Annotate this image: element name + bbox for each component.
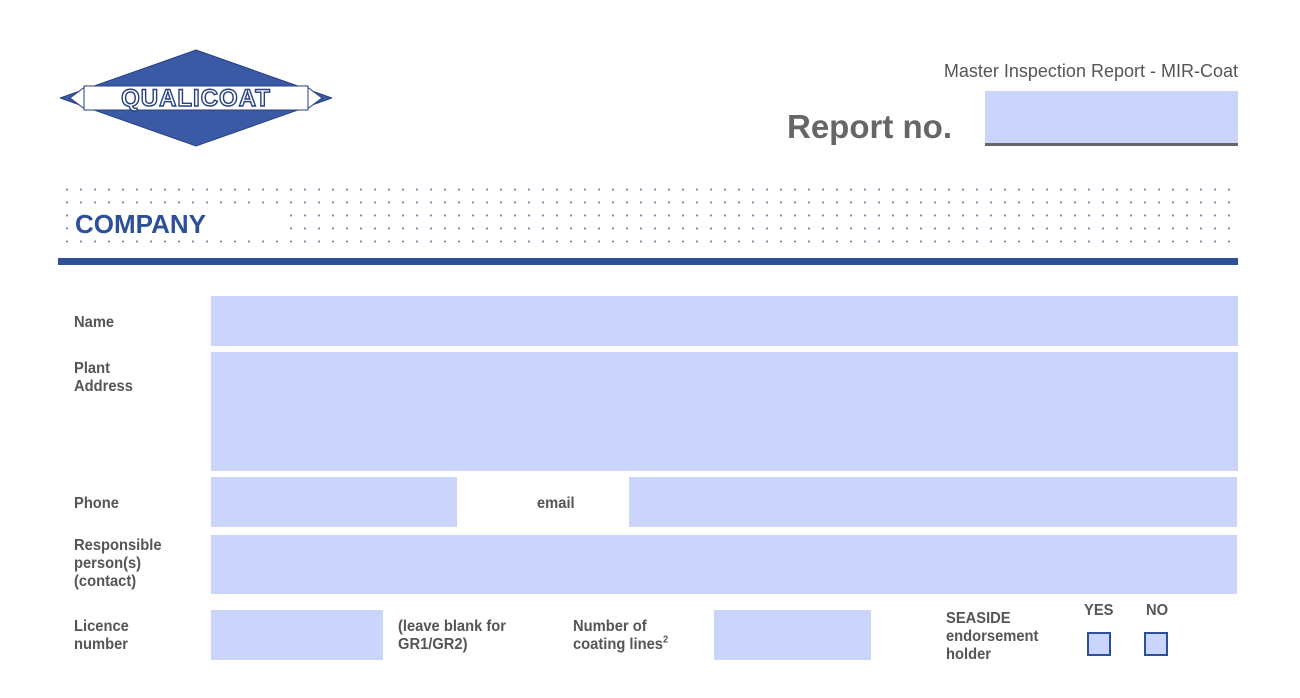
footnote-marker: 2 — [662, 634, 669, 646]
no-label: NO — [1146, 602, 1169, 619]
dotted-band-right — [284, 209, 1240, 235]
plant-address-field[interactable] — [211, 352, 1238, 471]
yes-label: YES — [1084, 602, 1114, 619]
licence-note: (leave blank for GR1/GR2) — [398, 618, 506, 653]
coating-lines-field[interactable] — [714, 610, 871, 660]
report-number-label: Report no. — [787, 108, 952, 145]
coating-lines-label: Number of coating lines2 — [573, 618, 668, 654]
email-field[interactable] — [629, 477, 1237, 527]
dotted-band-bottom — [60, 235, 1240, 253]
section-divider — [58, 258, 1238, 265]
licence-number-field[interactable] — [211, 610, 383, 660]
email-label: email — [537, 495, 575, 512]
name-label: Name — [74, 314, 115, 331]
section-title: COMPANY — [75, 209, 206, 239]
name-field[interactable] — [211, 296, 1238, 346]
seaside-no-checkbox[interactable] — [1144, 632, 1168, 656]
report-number-underline — [985, 143, 1238, 146]
report-number-field[interactable] — [985, 91, 1238, 143]
responsible-person-label: Responsible person(s) (contact) — [74, 537, 162, 590]
document-title: Master Inspection Report - MIR-Coat — [943, 61, 1238, 81]
coating-lines-label-text: Number of coating lines — [573, 618, 663, 653]
plant-address-label: Plant Address — [74, 360, 133, 395]
dotted-band-left-edge — [60, 209, 70, 235]
dotted-band-top — [60, 183, 1240, 209]
seaside-yes-checkbox[interactable] — [1087, 632, 1111, 656]
licence-number-label: Licence number — [74, 618, 129, 653]
phone-field[interactable] — [211, 477, 457, 527]
seaside-label: SEASIDE endorsement holder — [946, 610, 1039, 663]
qualicoat-logo: QUALICOAT — [60, 49, 332, 147]
responsible-person-field[interactable] — [211, 535, 1237, 594]
logo-wordmark: QUALICOAT — [121, 85, 271, 112]
phone-label: Phone — [74, 495, 119, 512]
